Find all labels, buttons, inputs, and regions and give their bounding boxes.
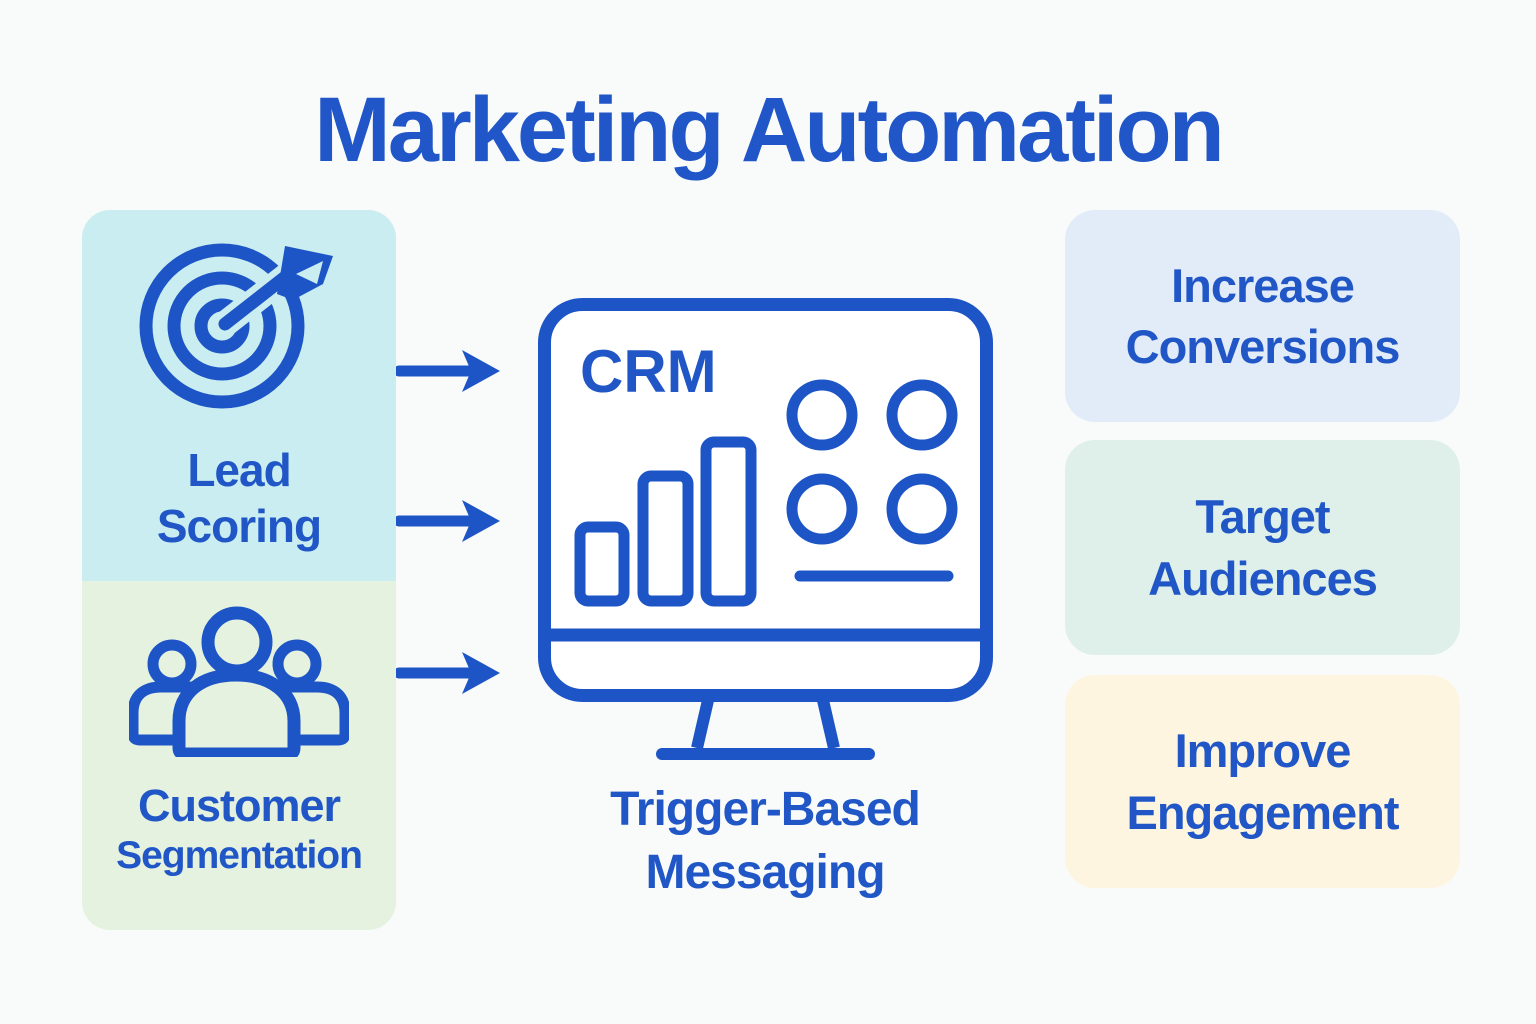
bar-chart-icon	[574, 521, 630, 607]
target-icon	[139, 243, 333, 409]
improve-engagement-label: Improve Engagement	[1126, 724, 1399, 839]
contacts-dots-icon	[786, 379, 858, 451]
customer-segmentation-label: Customer Segmentation	[116, 780, 363, 878]
arrow-icon-lead-top	[396, 350, 500, 392]
increase-conversions-card: Increase Conversions	[1065, 210, 1460, 422]
arrow-icon-segmentation	[396, 652, 500, 694]
improve-engagement-card: Improve Engagement	[1065, 675, 1460, 888]
lead-scoring-label: Lead Scoring	[156, 444, 322, 553]
crm-monitor-icon: CRM	[538, 298, 993, 760]
increase-conversions-label: Increase Conversions	[1125, 258, 1401, 373]
people-icon	[129, 606, 349, 758]
page-title: Marketing Automation	[314, 79, 1225, 181]
input-panel: Lead Scoring Customer Segmentation	[82, 210, 396, 930]
crm-caption: Trigger-Based Messaging	[610, 783, 921, 900]
lead-scoring-card: Lead Scoring	[82, 210, 396, 582]
crm-screen-label: CRM	[580, 338, 717, 405]
customer-segmentation-card: Customer Segmentation	[82, 581, 396, 930]
target-audiences-label: Target Audiences	[1148, 490, 1378, 605]
arrow-icon-lead-bottom	[396, 500, 500, 542]
target-audiences-card: Target Audiences	[1065, 440, 1460, 655]
